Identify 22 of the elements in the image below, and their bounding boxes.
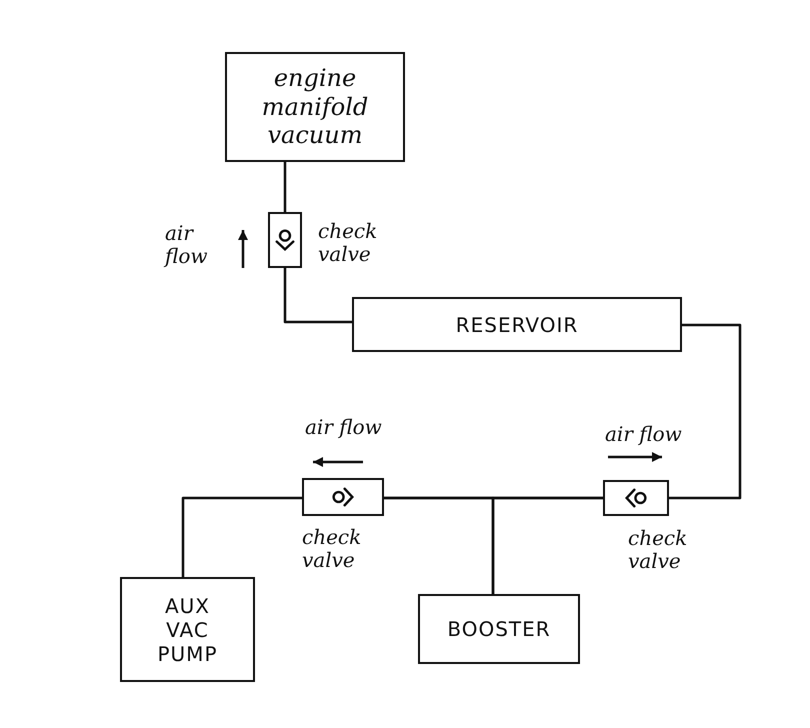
source-box — [225, 52, 405, 162]
valve-caption: check valve — [318, 220, 378, 266]
connector-line — [384, 496, 603, 500]
booster-box — [418, 594, 580, 664]
node-label: BOOSTER — [447, 617, 551, 641]
flow-label: air flow — [605, 423, 682, 446]
node-label: engine manifold vacuum — [260, 64, 370, 150]
connector-line — [669, 324, 742, 500]
connector-line — [284, 162, 286, 212]
valve-box — [268, 212, 302, 268]
pump-box — [120, 577, 255, 682]
flow-label: air flow — [165, 222, 208, 268]
flow-label: air flow — [305, 416, 382, 439]
connector-line — [182, 496, 302, 577]
reservoir-box — [352, 297, 682, 352]
node-label: AUX VAC PUMP — [156, 594, 218, 666]
valve-box — [603, 480, 669, 516]
valve-caption: check valve — [302, 526, 362, 572]
valve-box — [302, 478, 384, 516]
valve-caption: check valve — [628, 527, 688, 573]
node-label: RESERVOIR — [456, 312, 578, 336]
connector-line — [284, 268, 352, 324]
